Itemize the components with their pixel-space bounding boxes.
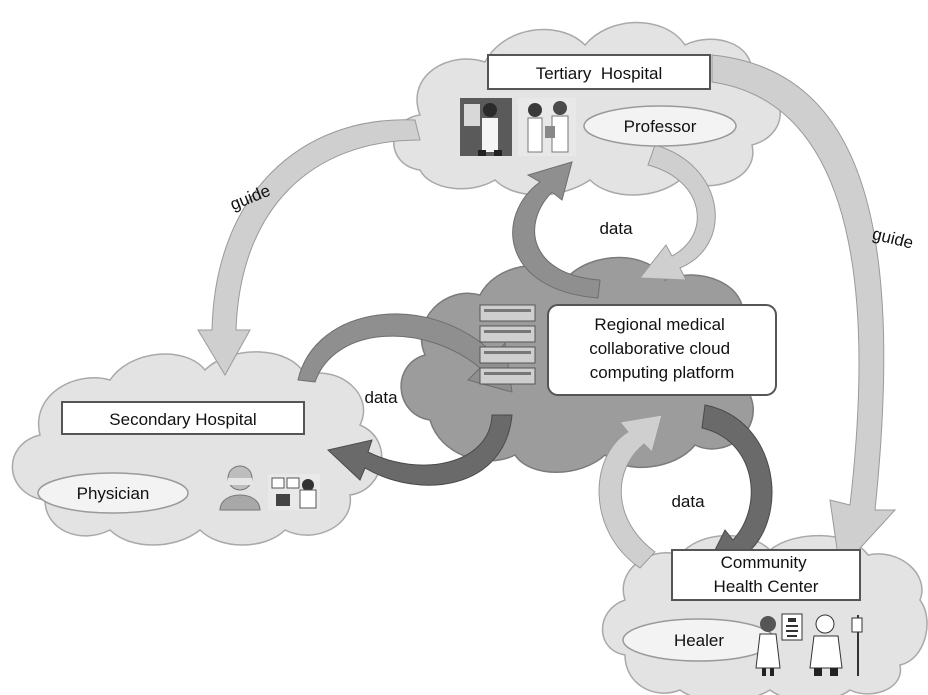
secondary-hospital-label-box (61, 401, 305, 435)
data-bottom-label: data (671, 492, 705, 511)
data-left-label: data (364, 388, 398, 407)
eye-chart-icon (781, 613, 803, 641)
community-title-line-2: Health Center (714, 577, 819, 596)
secondary-hospital-cloud (11, 351, 383, 546)
guide-right-label: guide (870, 224, 915, 253)
platform-title-line-3: computing platform (590, 363, 735, 382)
data-top-label: data (599, 219, 633, 238)
tertiary-hospital-cloud (393, 21, 781, 196)
platform-title-line-1: Regional medical (594, 315, 724, 334)
surgeon-icon (219, 465, 261, 511)
server-rack-icon (479, 304, 536, 385)
guide-left-arrow (197, 119, 421, 376)
data-left-out-arrow (326, 414, 513, 486)
doctors-consult-icon (518, 98, 576, 156)
physician-role-label: Physician (77, 484, 150, 503)
microscope-icon (268, 474, 320, 510)
data-top-down-arrow (639, 144, 716, 281)
platform-title-line-2: collaborative cloud (589, 339, 730, 358)
community-title: Community Health Center (714, 553, 819, 596)
doctor-xray-icon (460, 98, 512, 156)
nurse-icon (755, 616, 781, 676)
platform-label-box (547, 304, 777, 396)
healer-role-label: Healer (674, 631, 724, 650)
tertiary-hospital-label-box (487, 54, 711, 90)
physician-role-oval (37, 472, 189, 514)
professor-role-label: Professor (624, 117, 697, 136)
professor-role-oval (583, 105, 737, 147)
community-label-box (671, 549, 861, 601)
doctor-iv-icon (809, 614, 863, 676)
tertiary-hospital-title: Tertiary Hospital (536, 64, 663, 83)
secondary-hospital-title: Secondary Hospital (109, 410, 256, 429)
data-bottom-up-arrow (598, 414, 663, 569)
platform-title: Regional medical collaborative cloud com… (589, 315, 735, 382)
community-title-line-1: Community (721, 553, 807, 572)
data-top-up-arrow (512, 161, 601, 299)
